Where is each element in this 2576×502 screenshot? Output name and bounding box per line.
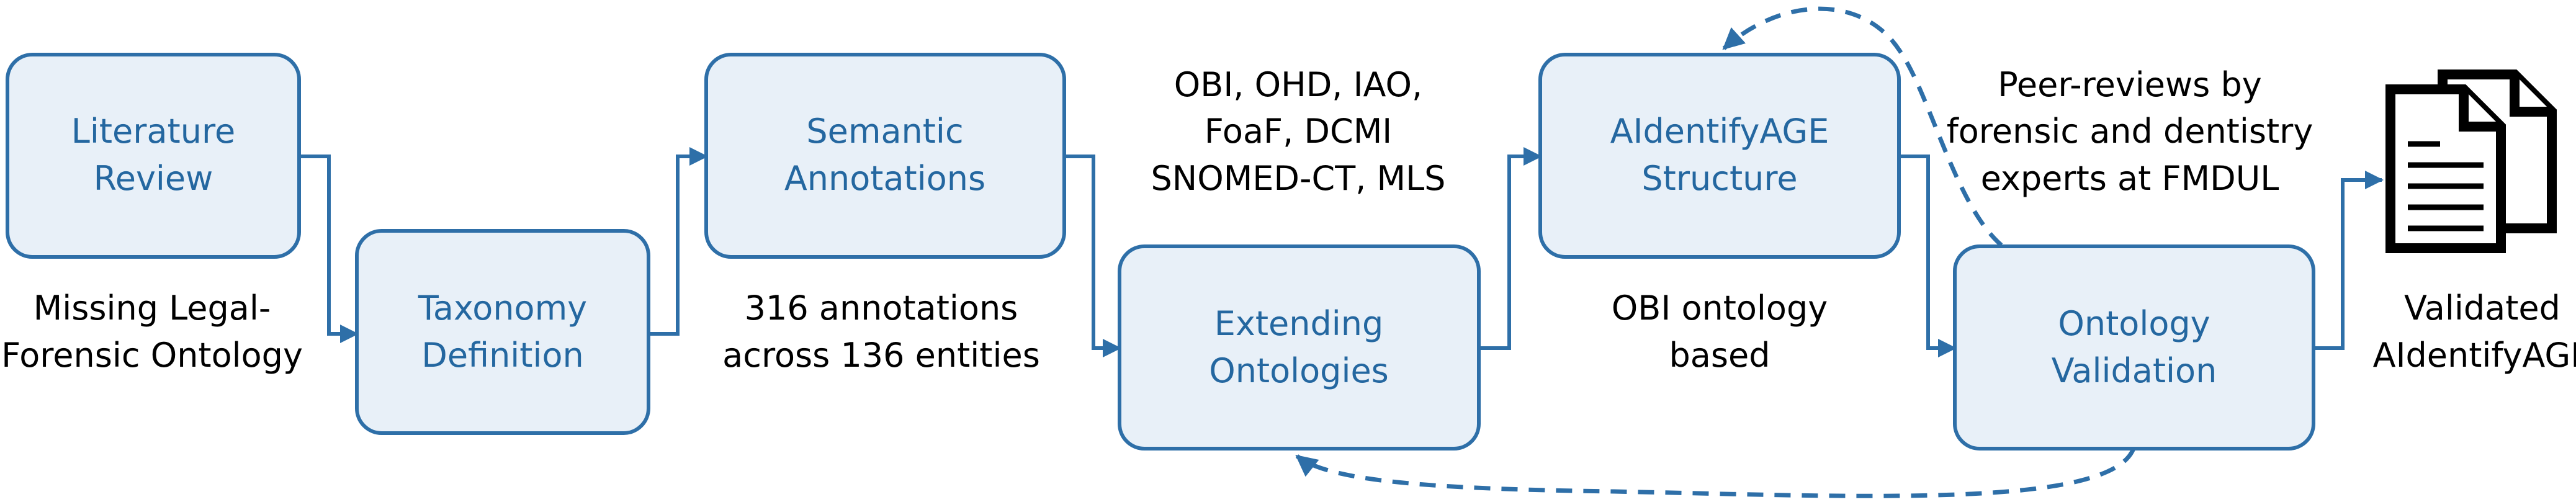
note-obi-based: OBI ontology based bbox=[1612, 289, 1828, 375]
note-peer-reviews-line-1: Peer-reviews by bbox=[1998, 65, 2261, 104]
box-ontology-validation: Ontology Validation bbox=[1953, 244, 2315, 450]
arrow-structure-to-validation bbox=[1899, 155, 1957, 357]
box-taxonomy-definition: Taxonomy Definition bbox=[355, 229, 650, 435]
note-missing-ontology: Missing Legal- Forensic Ontology bbox=[1, 289, 303, 375]
documents-icon bbox=[2385, 69, 2557, 253]
arrow-literature-to-taxonomy bbox=[299, 155, 359, 343]
note-ontologies-list-line-2: FoaF, DCMI bbox=[1205, 112, 1392, 151]
box-taxonomy-definition-line-1: Taxonomy bbox=[418, 289, 587, 328]
note-annotations-count-line-2: across 136 entities bbox=[722, 336, 1040, 375]
note-obi-based-line-1: OBI ontology bbox=[1612, 289, 1828, 328]
note-ontologies-list-line-3: SNOMED-CT, MLS bbox=[1151, 159, 1446, 198]
note-obi-based-line-2: based bbox=[1669, 336, 1770, 375]
box-semantic-annotations-line-1: Semantic bbox=[806, 112, 963, 151]
box-extending-ontologies-line-1: Extending bbox=[1214, 304, 1383, 343]
box-literature-review-line-2: Review bbox=[94, 159, 213, 198]
note-annotations-count-line-1: 316 annotations bbox=[745, 289, 1018, 328]
box-taxonomy-definition-line-2: Definition bbox=[421, 336, 583, 375]
box-semantic-annotations: Semantic Annotations bbox=[704, 53, 1066, 259]
box-aidentifyage-structure-line-2: Structure bbox=[1641, 159, 1797, 198]
box-aidentifyage-structure-line-1: AIdentifyAGE bbox=[1610, 112, 1829, 151]
note-missing-ontology-line-1: Missing Legal- bbox=[34, 289, 271, 328]
box-ontology-validation-line-2: Validation bbox=[2052, 351, 2217, 390]
note-validated-output-line-2: AIdentifyAGE bbox=[2373, 336, 2576, 375]
box-literature-review-line-1: Literature bbox=[71, 112, 235, 151]
note-peer-reviews-line-2: forensic and dentistry bbox=[1947, 112, 2313, 151]
note-ontologies-list-line-1: OBI, OHD, IAO, bbox=[1174, 65, 1422, 104]
box-aidentifyage-structure: AIdentifyAGE Structure bbox=[1538, 53, 1901, 259]
box-literature-review: Literature Review bbox=[6, 53, 301, 259]
note-peer-reviews: Peer-reviews by forensic and dentistry e… bbox=[1947, 65, 2313, 198]
box-extending-ontologies-line-2: Ontologies bbox=[1209, 351, 1389, 390]
note-missing-ontology-line-2: Forensic Ontology bbox=[1, 336, 303, 375]
note-validated-output-line-1: Validated bbox=[2404, 289, 2560, 328]
box-extending-ontologies: Extending Ontologies bbox=[1118, 244, 1481, 450]
arrow-semantic-to-extending bbox=[1064, 155, 1121, 357]
box-semantic-annotations-line-2: Annotations bbox=[784, 159, 985, 198]
note-peer-reviews-line-3: experts at FMDUL bbox=[1981, 159, 2279, 198]
note-annotations-count: 316 annotations across 136 entities bbox=[722, 289, 1040, 375]
box-ontology-validation-line-1: Ontology bbox=[2058, 304, 2210, 343]
feedback-arrow-validation-to-extending bbox=[1295, 447, 2136, 498]
arrow-extending-to-structure bbox=[1479, 147, 1542, 350]
note-ontologies-list: OBI, OHD, IAO, FoaF, DCMI SNOMED-CT, MLS bbox=[1151, 65, 1446, 198]
arrow-taxonomy-to-semantic bbox=[648, 147, 708, 336]
feedback-arrow-validation-to-structure bbox=[1722, 6, 2003, 247]
note-validated-output: Validated AIdentifyAGE bbox=[2373, 289, 2576, 375]
arrow-validation-to-output bbox=[2313, 171, 2384, 350]
